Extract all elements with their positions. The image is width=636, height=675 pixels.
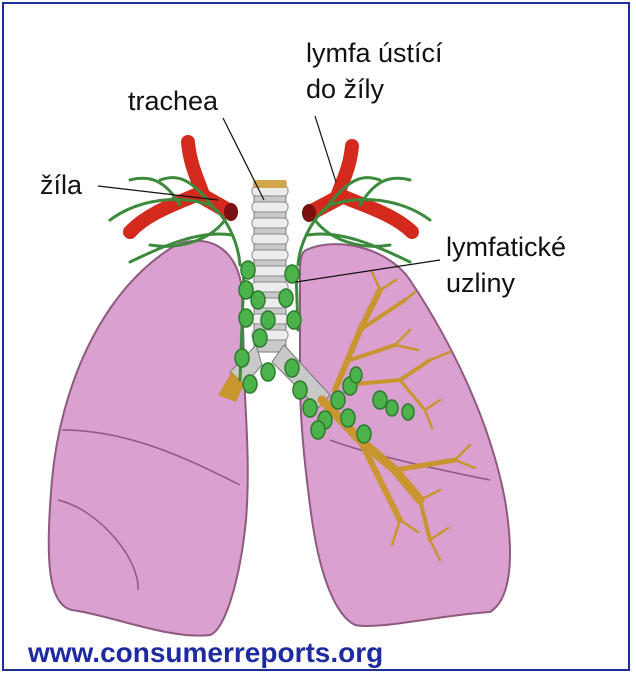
- left-lung: [49, 241, 248, 636]
- label-lymph-nodes-line2: uzliny: [446, 268, 516, 298]
- label-lymph-to-vein-line2: do žíly: [306, 74, 385, 104]
- label-vein: žíla: [40, 170, 83, 200]
- right-vein: [302, 146, 412, 232]
- label-trachea: trachea: [128, 86, 219, 116]
- leader-line-lymph-to-vein: [315, 116, 336, 182]
- leader-line-trachea: [223, 118, 264, 200]
- label-lymph-to-vein-line1: lymfa ústící: [306, 38, 443, 68]
- source-credit: www.consumerreports.org: [27, 637, 383, 668]
- label-lymph-nodes-line1: lymfatické: [446, 232, 566, 262]
